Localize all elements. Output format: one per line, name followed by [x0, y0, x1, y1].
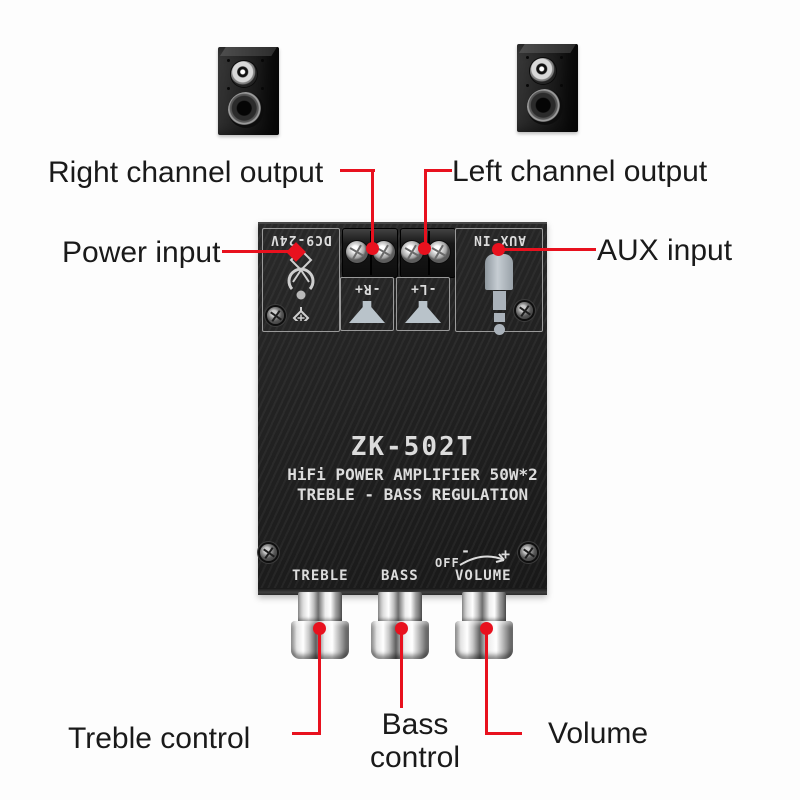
right-speaker-image: [517, 44, 578, 132]
leader-left-channel-h: [424, 169, 452, 172]
left-speaker-image: [218, 47, 279, 135]
tweeter-icon: [530, 58, 556, 84]
bass-control-label: Bass control: [360, 708, 470, 774]
screw-icon: [260, 544, 277, 561]
volume-minus-sign: -: [461, 542, 471, 560]
volume-silkscreen: VOLUME: [455, 568, 512, 584]
left-output-cell: -L+: [396, 277, 450, 331]
speaker-top-face: [220, 47, 277, 56]
treble-silkscreen: TREBLE: [292, 568, 349, 584]
power-input-label: Power input: [62, 236, 221, 269]
terminal-screw-icon: [428, 241, 450, 263]
left-channel-output-label: Left channel output: [452, 155, 708, 188]
treble-control-label: Treble control: [68, 722, 251, 755]
leader-treble-v: [318, 628, 321, 735]
aux-port-section: AUX-IN: [455, 228, 543, 335]
speaker-top-face: [519, 44, 576, 53]
leader-volume-v: [485, 628, 488, 735]
leader-treble-h: [292, 732, 321, 735]
aux-jack-icon: [456, 254, 542, 335]
speaker-horn-icon: [349, 301, 385, 323]
amplifier-board: DC9-24V -R+ -: [258, 222, 547, 595]
screw-icon: [516, 302, 533, 319]
leader-bass-v: [400, 628, 403, 708]
speaker-terminal-blocks: [342, 228, 456, 278]
right-output-cell: -R+: [340, 277, 394, 331]
leader-left-channel-v: [424, 169, 427, 247]
right-channel-output-label: Right channel output: [48, 156, 324, 189]
leader-dot-aux: [492, 243, 505, 256]
right-terminal-silkscreen: -R+: [353, 281, 381, 296]
terminal-screw-icon: [401, 241, 423, 263]
bass-control-line1: Bass: [381, 708, 449, 741]
bass-silkscreen: BASS: [381, 568, 419, 584]
board-bottom-edge: [258, 588, 547, 595]
aux-input-label: AUX input: [597, 234, 733, 267]
leader-aux-h: [502, 248, 596, 251]
leader-right-channel-v: [371, 169, 374, 247]
volume-off-silkscreen: OFF: [435, 556, 460, 570]
screw-icon: [520, 544, 537, 561]
woofer-icon: [527, 89, 563, 125]
board-feature-text: TREBLE - BASS REGULATION: [296, 485, 529, 504]
terminal-screw-icon: [346, 241, 368, 263]
leader-dot-left-channel: [418, 242, 431, 255]
leader-volume-h: [485, 732, 522, 735]
volume-label: Volume: [548, 717, 649, 750]
volume-plus-sign: +: [501, 545, 511, 563]
board-model-text: ZK-502T: [350, 432, 475, 462]
power-port-silkscreen: DC9-24V: [270, 232, 332, 247]
tweeter-icon: [231, 61, 257, 87]
woofer-icon: [228, 92, 264, 128]
bass-control-line2: control: [369, 741, 461, 774]
speaker-horn-icon: [405, 301, 441, 323]
leader-dot-right-channel: [366, 242, 379, 255]
board-spec-text: HiFi POWER AMPLIFIER 50W*2: [287, 465, 538, 484]
volume-direction-arrow: [459, 553, 505, 566]
screw-icon: [267, 307, 284, 324]
power-port-section: DC9-24V: [262, 228, 340, 332]
leader-power-h: [222, 250, 292, 253]
left-terminal-silkscreen: -L+: [409, 281, 437, 296]
leader-right-channel-h: [340, 169, 375, 172]
